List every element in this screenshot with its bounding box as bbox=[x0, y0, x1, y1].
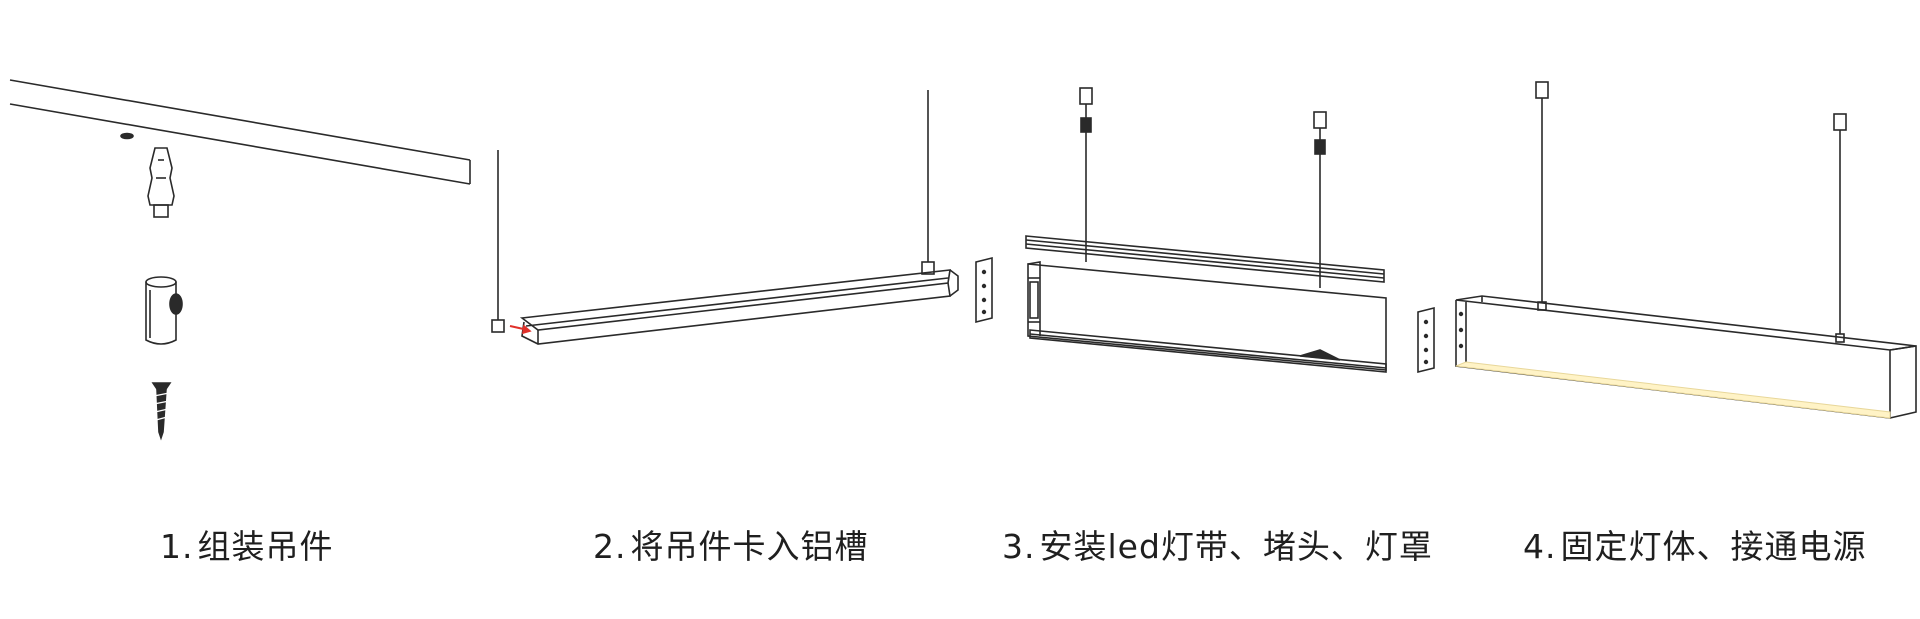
aluminum-channel bbox=[519, 269, 959, 345]
step3-caption: 3.安装led灯带、堵头、灯罩 bbox=[1002, 527, 1433, 566]
ceiling-cup bbox=[145, 276, 183, 345]
end-cap-left bbox=[975, 256, 993, 324]
hanger-top-right bbox=[1313, 111, 1327, 288]
end-cap-right bbox=[1417, 306, 1435, 374]
step3-illustration bbox=[975, 87, 1435, 374]
step1-caption: 1.组装吊件 bbox=[160, 527, 334, 566]
diffuser-cover bbox=[1029, 329, 1387, 373]
assembled-lamp bbox=[1455, 295, 1917, 419]
light-glow bbox=[1455, 361, 1891, 419]
wire-clamp-right bbox=[921, 261, 935, 275]
lamp-body bbox=[1027, 261, 1387, 371]
step2-illustration bbox=[491, 90, 959, 345]
expansion-anchor bbox=[147, 147, 175, 218]
step2-caption: 2.将吊件卡入铝槽 bbox=[593, 527, 869, 566]
screw bbox=[151, 382, 172, 441]
hanger-top-left bbox=[1079, 87, 1093, 262]
led-strip-tray bbox=[1025, 235, 1385, 283]
step4-caption: 4.固定灯体、接通电源 bbox=[1523, 527, 1867, 566]
step1-illustration bbox=[9, 79, 471, 441]
step4-illustration bbox=[1455, 81, 1917, 419]
ceiling-mount-left bbox=[1535, 81, 1549, 311]
ceiling-mount-right bbox=[1833, 113, 1847, 343]
wire-clamp-left bbox=[491, 319, 505, 333]
ceiling-plane bbox=[9, 79, 471, 185]
